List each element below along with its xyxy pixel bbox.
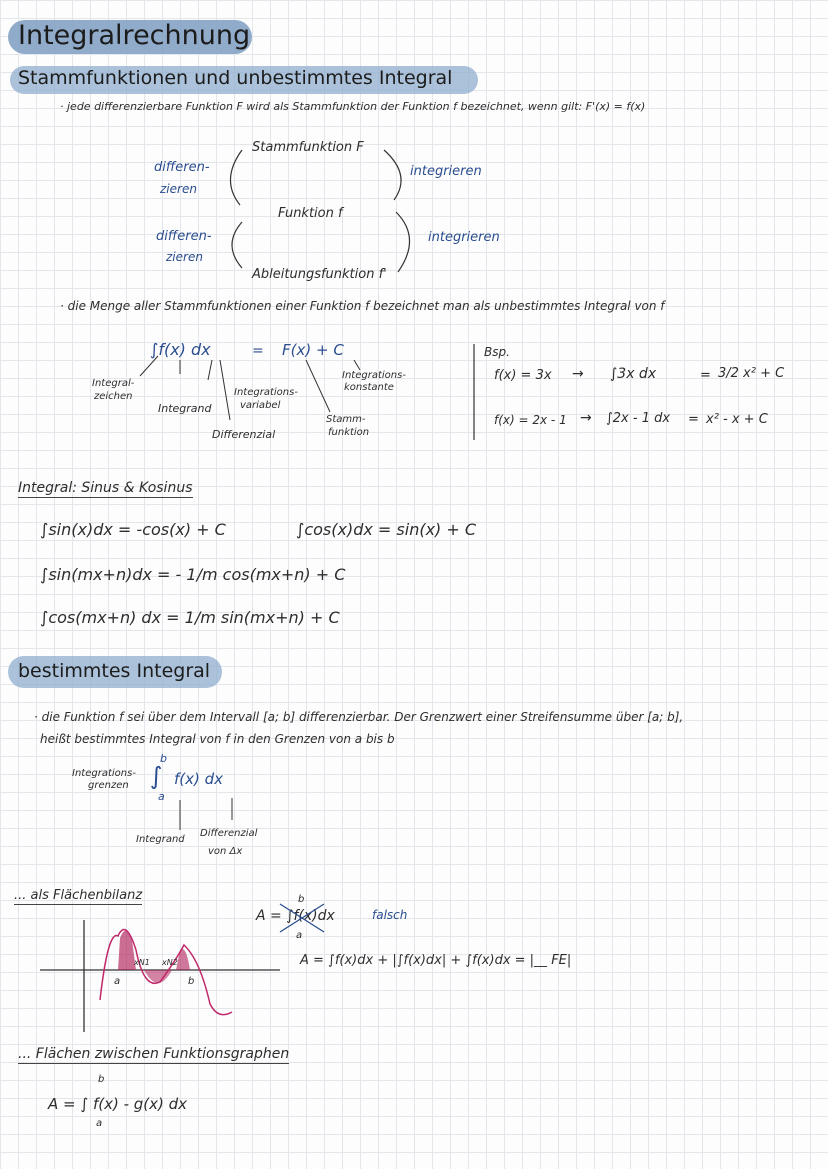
example2-f: f(x) = 2x - 1: [494, 413, 567, 427]
graph-label-b: b: [188, 976, 195, 987]
sinus-heading: Integral: Sinus & Kosinus: [18, 480, 193, 498]
formula-lhs: ∫f(x) dx: [150, 340, 211, 359]
example1-result: 3/2 x² + C: [718, 366, 785, 381]
wrong-upper: b: [298, 894, 305, 905]
graph-label-x1: xN1: [134, 958, 150, 967]
cycle-diff2-line1: differen-: [156, 229, 212, 244]
integral-expr: f(x) dx: [174, 770, 224, 788]
zwischen-heading: ... Flächen zwischen Funktionsgraphen: [18, 1046, 290, 1064]
cycle-ableitung: Ableitungsfunktion f': [252, 267, 387, 282]
label-stamm-1: Stamm-: [326, 414, 366, 425]
definition-text: · jede differenzierbare Funktion F wird …: [60, 100, 646, 113]
wrong-lower: a: [296, 930, 303, 941]
cycle-arrow-right-1: [383, 149, 402, 201]
arrow-konstante: [353, 359, 361, 371]
label-differenzial-2-b: von Δx: [208, 846, 243, 857]
example1-f: f(x) = 3x: [494, 368, 552, 383]
label-integralzeichen-1: Integral-: [92, 378, 135, 389]
arrow-integralzeichen: [139, 355, 159, 377]
section1-heading: Stammfunktionen und unbestimmtes Integra…: [18, 67, 453, 89]
sinus-formula-3: ∫sin(mx+n)dx = - 1/m cos(mx+n) + C: [40, 565, 346, 584]
area-graph: [40, 920, 280, 1032]
label-grenzen-1: Integrations-: [72, 768, 136, 779]
area-positive-2: [176, 948, 190, 970]
graph-label-x2: xN2: [162, 958, 178, 967]
graph-label-a: a: [114, 976, 121, 987]
example2-arrow: →: [580, 410, 592, 426]
label-stamm-2: funktion: [328, 427, 370, 438]
arrow-stammfunktion: [305, 359, 331, 413]
section2-def-1: · die Funktion f sei über dem Intervall …: [34, 710, 684, 724]
example2-eq: =: [688, 412, 699, 427]
section2-def-2: heißt bestimmtes Integral von f in den G…: [40, 732, 395, 746]
cycle-arrow-left-1: [229, 149, 243, 206]
wrong-formula: A = ∫f(x)dx: [256, 908, 335, 924]
label-differenzial-2-a: Differenzial: [200, 828, 258, 839]
label-grenzen-2: grenzen: [88, 780, 129, 791]
cycle-arrow-left-2: [231, 221, 243, 269]
zwischen-formula: A = ∫ f(x) - g(x) dx: [48, 1095, 188, 1113]
arrow-differenzial: [219, 359, 231, 421]
subtitle-highlight: [10, 66, 478, 94]
title-highlight: [8, 20, 252, 54]
formula-rhs: F(x) + C: [282, 341, 344, 359]
flaeche-heading: ... als Flächenbilanz: [14, 888, 143, 905]
label-integralzeichen-2: zeichen: [94, 391, 133, 402]
label-differenzial: Differenzial: [212, 428, 276, 441]
wrong-label: falsch: [372, 908, 408, 922]
example-label: Bsp.: [484, 345, 510, 359]
example1-arrow: →: [572, 366, 584, 382]
label-konstante-1: Integrations-: [342, 370, 406, 381]
sinus-formula-2: ∫cos(x)dx = sin(x) + C: [296, 520, 477, 539]
correct-formula: A = ∫f(x)dx + |∫f(x)dx| + ∫f(x)dx = |__ …: [300, 953, 572, 968]
cycle-funktion: Funktion f: [278, 206, 343, 221]
label-integrand-2: Integrand: [136, 834, 185, 845]
integral-lower: a: [158, 790, 165, 803]
area-negative: [144, 970, 172, 983]
section2-highlight: [8, 656, 222, 688]
area-positive-1: [118, 930, 136, 970]
arrow-variable: [207, 359, 213, 381]
cycle-diff1-line1: differen-: [154, 160, 210, 175]
integral-upper: b: [160, 752, 167, 765]
page-title: Integralrechnung: [18, 20, 251, 51]
cycle-diff1-line2: zieren: [160, 182, 197, 196]
cycle-int2: integrieren: [428, 230, 500, 245]
graph-curve: [99, 928, 233, 1016]
example2-result: x² - x + C: [706, 412, 768, 427]
example2-integral: ∫2x - 1 dx: [606, 411, 671, 426]
label-integrand: Integrand: [158, 402, 212, 415]
cycle-diff2-line2: zieren: [166, 250, 203, 264]
cycle-stammfunktion: Stammfunktion F: [252, 140, 364, 155]
cross-icon: [279, 903, 325, 933]
zwischen-upper: b: [98, 1074, 105, 1085]
zwischen-lower: a: [96, 1118, 103, 1129]
menge-text: · die Menge aller Stammfunktionen einer …: [60, 299, 665, 313]
label-variable-1: Integrations-: [234, 387, 298, 398]
cycle-arrow-right-2: [395, 211, 411, 273]
cycle-int1: integrieren: [410, 164, 482, 179]
integral-sign-icon: ∫: [150, 762, 163, 790]
formula-eq: =: [252, 343, 264, 359]
section2-heading: bestimmtes Integral: [18, 660, 211, 682]
example1-eq: =: [700, 368, 711, 383]
example1-integral: ∫3x dx: [610, 366, 657, 382]
label-konstante-2: konstante: [344, 382, 394, 393]
label-variable-2: variabel: [240, 400, 281, 411]
sinus-formula-4: ∫cos(mx+n) dx = 1/m sin(mx+n) + C: [40, 608, 340, 627]
sinus-formula-1: ∫sin(x)dx = -cos(x) + C: [40, 520, 226, 539]
